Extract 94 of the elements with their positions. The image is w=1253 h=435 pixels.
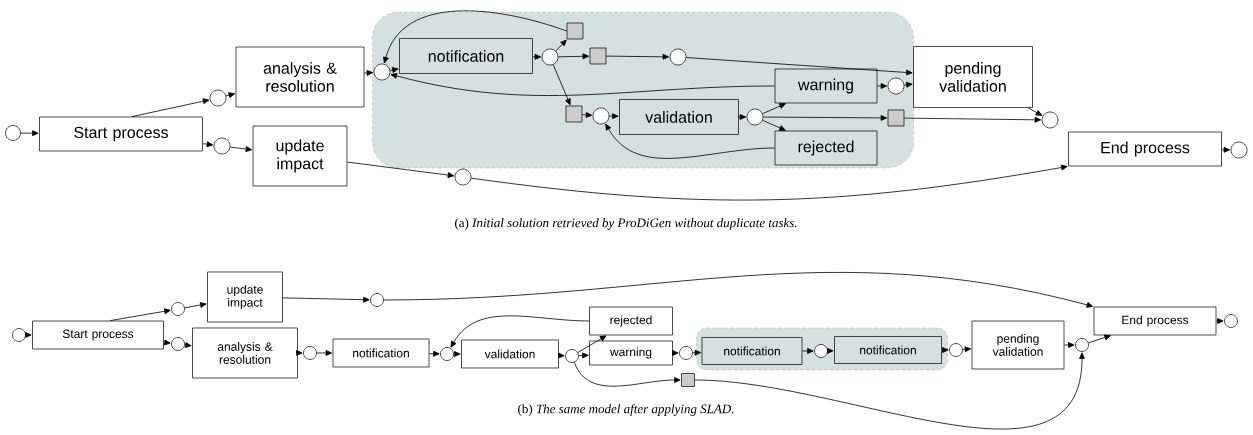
arrow [316, 350, 333, 356]
transition-box: Start process [39, 116, 203, 152]
arrow [762, 103, 786, 115]
place-circle [746, 108, 764, 126]
arrow [738, 114, 747, 120]
arrow [762, 119, 786, 131]
place-circle [1041, 111, 1059, 129]
arrow [109, 308, 171, 322]
arrow [229, 146, 253, 152]
arrow [941, 347, 949, 353]
arrow [826, 348, 834, 354]
place-circle [213, 137, 231, 155]
transition-box: notification [701, 337, 803, 365]
arrow [225, 92, 236, 98]
arrow [1027, 107, 1043, 116]
place-circle [209, 89, 227, 107]
arrow [685, 57, 913, 76]
transition-box: notification [399, 38, 533, 74]
transition-box: Start process [32, 320, 164, 350]
arrow [450, 315, 590, 348]
place-circle [5, 125, 21, 141]
transition-box: update impact [252, 125, 348, 187]
arrow [552, 64, 571, 106]
arrow [801, 348, 814, 354]
silent-transition-square [887, 109, 905, 127]
place-circle [1230, 141, 1248, 159]
transition-box: warning [589, 340, 673, 366]
arrow [605, 53, 670, 60]
arrow [573, 362, 681, 387]
transition-box: pending validation [971, 320, 1065, 370]
arrow [578, 352, 589, 359]
transition-box: analysis & resolution [192, 327, 298, 379]
arrow [1088, 334, 1111, 344]
silent-transition-square [565, 105, 583, 123]
arrow [608, 113, 619, 120]
arrow [1221, 146, 1231, 153]
arrow [184, 302, 207, 309]
place-circle [373, 63, 391, 81]
caption: (b) The same model after applying SLAD. [518, 404, 734, 416]
arrow [876, 83, 888, 89]
arrow [762, 115, 888, 121]
arrow [694, 352, 1085, 429]
arrow [557, 53, 590, 60]
transition-box: pending validation [913, 46, 1033, 108]
arrow [295, 350, 303, 356]
transition-box: warning [774, 68, 878, 104]
arrow [390, 73, 776, 96]
silent-transition-square [589, 47, 607, 65]
arrow [557, 352, 565, 359]
arrow [1063, 342, 1075, 348]
arrow [24, 332, 32, 338]
transition-box: validation [461, 339, 559, 369]
place-circle [592, 107, 610, 125]
arrow [962, 346, 972, 353]
caption: (a) Initial solution retrieved by ProDiGen without duplicate tasks. [455, 218, 797, 230]
transition-box: rejected [589, 306, 673, 336]
silent-transition-square [566, 22, 584, 40]
arrow [202, 141, 214, 148]
arrow [532, 53, 542, 60]
arrow [605, 123, 776, 159]
place-circle [669, 48, 687, 66]
arrow [555, 39, 567, 52]
arrow [577, 335, 607, 353]
transition-box: notification [332, 338, 430, 368]
arrow [428, 350, 440, 357]
place-circle [887, 77, 905, 95]
transition-box: End process [1068, 131, 1222, 167]
arrow [282, 296, 370, 303]
arrow [671, 350, 679, 356]
arrow [903, 116, 1042, 123]
arrow [581, 112, 593, 118]
arrow [346, 161, 455, 178]
arrow [20, 130, 39, 137]
place-circle [454, 168, 472, 186]
transition-box: analysis & resolution [235, 46, 365, 108]
arrow [453, 351, 461, 357]
arrow [389, 67, 399, 73]
silent-transition-square [681, 373, 695, 387]
transition-box: validation [619, 99, 739, 135]
transition-box: notification [834, 336, 942, 364]
transition-box: update impact [207, 271, 283, 323]
transition-box: End process [1093, 306, 1217, 336]
arrow [470, 164, 1068, 201]
arrow [184, 342, 192, 348]
arrow [163, 339, 171, 346]
arrow [383, 10, 568, 64]
arrow [363, 70, 374, 76]
arrow [1215, 318, 1224, 324]
transition-box: rejected [774, 130, 878, 166]
arrow [903, 81, 913, 88]
arrow [383, 272, 1094, 308]
arrow [692, 349, 702, 356]
place-circle [541, 48, 559, 66]
arrow [131, 98, 210, 118]
